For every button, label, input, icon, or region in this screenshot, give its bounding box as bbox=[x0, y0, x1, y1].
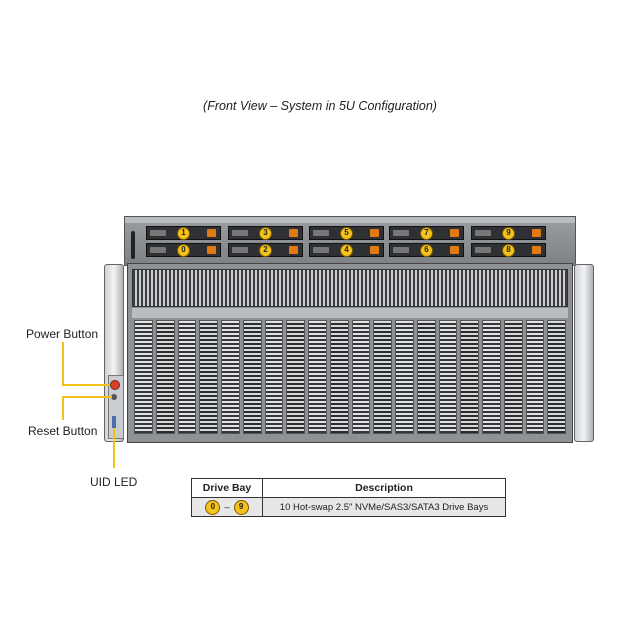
slot-grille bbox=[547, 320, 566, 434]
header-description: Description bbox=[262, 478, 506, 498]
power-button[interactable] bbox=[110, 380, 120, 390]
bay-latch bbox=[475, 230, 491, 236]
bay-number-badge: 3 bbox=[259, 226, 272, 240]
drive-bay-4[interactable]: 4 bbox=[309, 243, 384, 257]
bay-number-badge: 5 bbox=[340, 226, 353, 240]
table-header-row: Drive Bay Description bbox=[191, 478, 506, 498]
bay-release-tab bbox=[450, 229, 459, 237]
expansion-slot-grilles bbox=[134, 320, 566, 434]
reset-leader-horizontal bbox=[62, 396, 112, 398]
bay-end-badge: 9 bbox=[233, 499, 249, 515]
bay-latch bbox=[393, 247, 409, 253]
drive-bay-7[interactable]: 7 bbox=[389, 226, 464, 240]
slot-grille bbox=[373, 320, 392, 434]
slot-grille bbox=[351, 320, 371, 434]
slot-grille bbox=[242, 320, 262, 434]
slot-grille bbox=[264, 320, 284, 434]
bay-number-badge: 0 bbox=[177, 243, 190, 257]
bay-number-badge: 4 bbox=[340, 243, 353, 257]
slot-grille bbox=[199, 320, 218, 434]
table-row: 0 – 9 10 Hot-swap 2.5" NVMe/SAS3/SATA3 D… bbox=[191, 497, 506, 517]
slot-grille bbox=[308, 320, 327, 434]
figure-caption: (Front View – System in 5U Configuration… bbox=[203, 99, 437, 113]
bay-latch bbox=[232, 247, 248, 253]
range-dash: – bbox=[224, 501, 230, 513]
bay-start-badge: 0 bbox=[205, 499, 221, 515]
bay-release-tab bbox=[370, 229, 379, 237]
slot-grille bbox=[395, 320, 414, 434]
uid-leader-vertical bbox=[113, 428, 115, 468]
drive-bay-2[interactable]: 2 bbox=[228, 243, 303, 257]
right-rack-handle[interactable] bbox=[574, 264, 594, 442]
bay-number-badge: 9 bbox=[502, 226, 515, 240]
bay-latch bbox=[150, 230, 166, 236]
bay-latch bbox=[232, 230, 248, 236]
slot-grille bbox=[416, 320, 436, 434]
drive-bay-8[interactable]: 8 bbox=[471, 243, 546, 257]
drive-bay-3[interactable]: 3 bbox=[228, 226, 303, 240]
header-drive-bay: Drive Bay bbox=[191, 478, 263, 498]
reset-leader-vertical bbox=[62, 396, 64, 420]
description-cell: 10 Hot-swap 2.5" NVMe/SAS3/SATA3 Drive B… bbox=[262, 497, 506, 517]
slot-grille bbox=[525, 320, 545, 434]
bay-number-badge: 2 bbox=[259, 243, 272, 257]
slot-grille bbox=[482, 320, 501, 434]
bay-release-tab bbox=[532, 229, 541, 237]
chassis-front-body bbox=[127, 263, 573, 443]
bay-number-badge: 8 bbox=[502, 243, 515, 257]
slot-grille bbox=[221, 320, 240, 434]
bay-latch bbox=[313, 230, 329, 236]
bay-release-tab bbox=[289, 246, 298, 254]
bay-number-badge: 6 bbox=[420, 243, 433, 257]
bay-range: 0 – 9 bbox=[205, 499, 249, 515]
cage-slot bbox=[131, 231, 135, 259]
bay-release-tab bbox=[207, 229, 216, 237]
slot-grille bbox=[286, 320, 305, 434]
bay-release-tab bbox=[450, 246, 459, 254]
bay-release-tab bbox=[532, 246, 541, 254]
slot-grille bbox=[503, 320, 523, 434]
slot-grille bbox=[438, 320, 458, 434]
uid-led-label: UID LED bbox=[90, 475, 138, 489]
drive-bay-9[interactable]: 9 bbox=[471, 226, 546, 240]
drive-bay-legend-table: Drive Bay Description 0 – 9 10 Hot-swap … bbox=[191, 478, 506, 517]
reset-button-label: Reset Button bbox=[28, 424, 98, 438]
reset-button[interactable] bbox=[111, 394, 117, 400]
bay-number-badge: 1 bbox=[177, 226, 190, 240]
bay-latch bbox=[150, 247, 166, 253]
slot-grille bbox=[155, 320, 175, 434]
power-leader-vertical bbox=[62, 342, 64, 386]
cage-top-edge bbox=[125, 217, 575, 223]
bay-release-tab bbox=[207, 246, 216, 254]
top-vent-grille bbox=[132, 269, 568, 307]
drive-bay-0[interactable]: 0 bbox=[146, 243, 221, 257]
slot-grille bbox=[460, 320, 479, 434]
bay-range-cell: 0 – 9 bbox=[191, 497, 263, 517]
bay-latch bbox=[313, 247, 329, 253]
drive-bay-1[interactable]: 1 bbox=[146, 226, 221, 240]
slot-grille bbox=[134, 320, 153, 434]
drive-cage bbox=[124, 216, 576, 266]
uid-led bbox=[112, 416, 116, 428]
bay-latch bbox=[475, 247, 491, 253]
slot-grille bbox=[177, 320, 197, 434]
bay-release-tab bbox=[289, 229, 298, 237]
drive-bay-5[interactable]: 5 bbox=[309, 226, 384, 240]
bay-release-tab bbox=[370, 246, 379, 254]
slot-grille bbox=[329, 320, 349, 434]
power-button-label: Power Button bbox=[26, 327, 99, 341]
drive-bay-6[interactable]: 6 bbox=[389, 243, 464, 257]
bay-latch bbox=[393, 230, 409, 236]
vent-divider bbox=[132, 308, 568, 318]
power-leader-horizontal bbox=[62, 384, 110, 386]
bay-number-badge: 7 bbox=[420, 226, 433, 240]
